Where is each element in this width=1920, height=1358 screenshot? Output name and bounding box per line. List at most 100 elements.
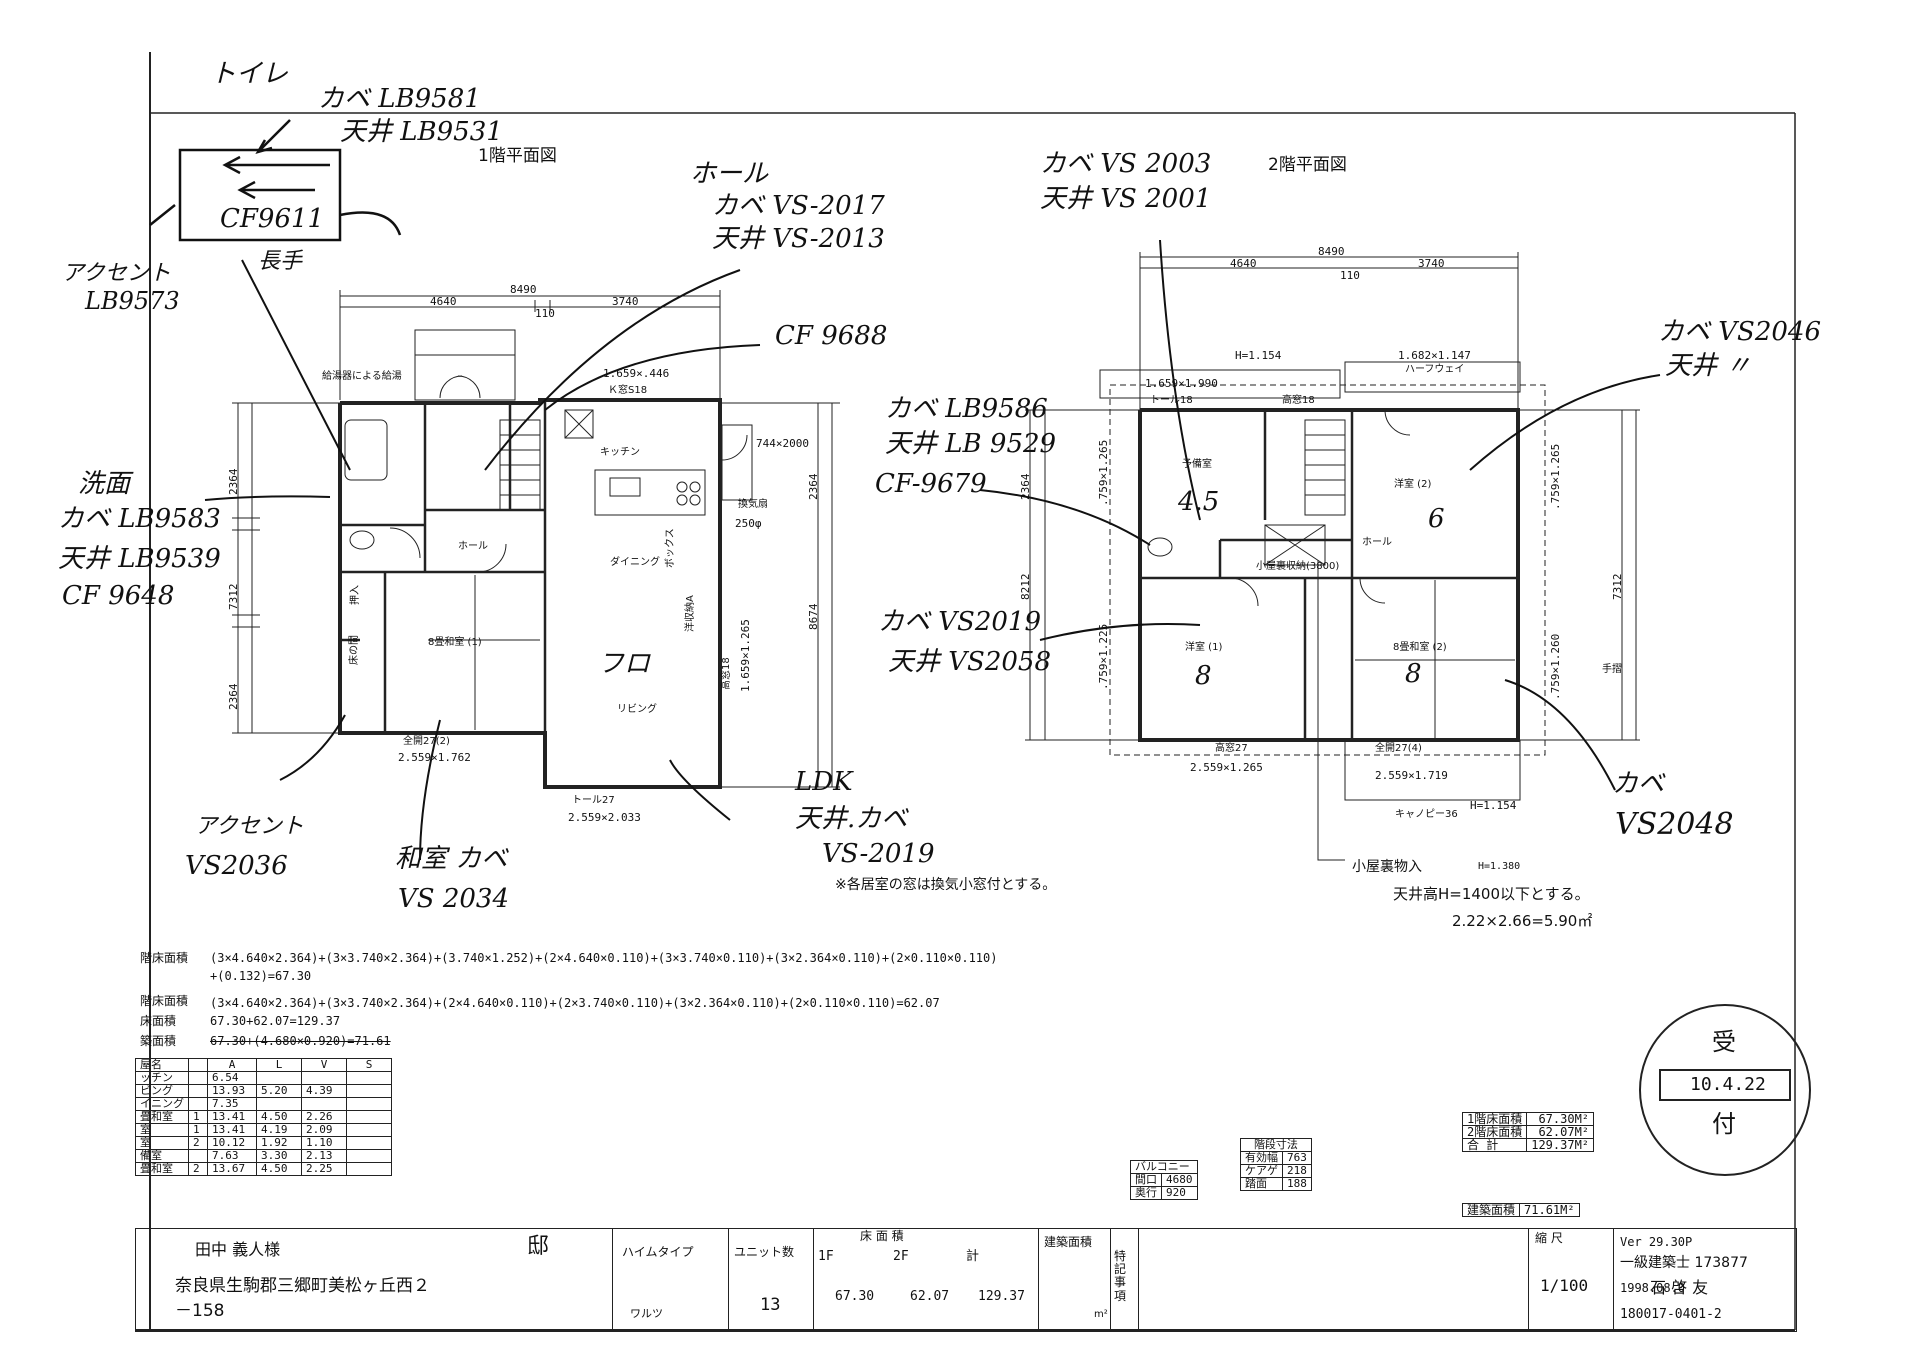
dim-d: 2.559×2.033 <box>568 811 641 824</box>
table-cell: 2 <box>188 1136 208 1150</box>
calc-l1-label: 階床面積 <box>140 951 189 965</box>
table-cell: 1.10 <box>301 1136 347 1150</box>
hw-f2-wall5: カベ <box>1612 769 1665 799</box>
attic-area: 2.22×2.66=5.90㎡ <box>1452 912 1593 930</box>
client-name: 田中 義人様 <box>195 1240 281 1259</box>
attic-h: H=1.380 <box>1478 861 1521 872</box>
floor2-plan <box>1025 252 1640 861</box>
dim2-s3: .759×1.260 <box>1549 633 1562 700</box>
units-label: ユニット数 <box>734 1245 795 1259</box>
table-cell: 2.13 <box>301 1149 347 1163</box>
calc-l3: 67.30+62.07=129.37 <box>210 1014 341 1028</box>
table-cell <box>346 1071 392 1085</box>
version: Ver 29.30P <box>1620 1235 1693 1249</box>
table-cell <box>301 1097 347 1111</box>
floor1-plan <box>232 290 840 789</box>
area-value: 67.30M² <box>1526 1112 1595 1126</box>
table-cell <box>346 1162 392 1176</box>
hw-yo2-size: 6 <box>1428 504 1445 534</box>
table-cell: 1 <box>188 1110 208 1124</box>
dim2-s1: .759×1.265 <box>1097 439 1110 506</box>
calc-l1b: +(0.132)=67.30 <box>210 969 312 983</box>
calc-l4-label: 築面積 <box>140 1034 177 1048</box>
stairs-label: 踏面 <box>1240 1177 1283 1191</box>
units-value: 13 <box>760 1295 781 1315</box>
hw-accent2: アクセント <box>195 814 304 839</box>
balcony-title: バルコニー <box>1130 1160 1198 1174</box>
room-dining: ダイニング <box>610 557 660 568</box>
toilet-sketch <box>149 119 402 242</box>
floor-area-label: 床 面 積 <box>860 1229 904 1243</box>
room-toko: 床の間 <box>349 635 360 665</box>
dim-left: 4640 <box>430 295 457 308</box>
table-cell: 7.63 <box>207 1149 257 1163</box>
scale-label: 縮 尺 <box>1535 1231 1563 1245</box>
dim-right: 3740 <box>612 295 639 308</box>
area-value: 62.07M² <box>1526 1125 1595 1139</box>
table-cell <box>346 1084 392 1098</box>
room-box: ボックス <box>665 528 676 568</box>
notes-label: 特記事項 <box>1114 1249 1127 1303</box>
table-cell <box>188 1071 208 1085</box>
hw-toilet-dir: 長手 <box>258 249 303 274</box>
dim2-s2: .759×1.265 <box>1549 443 1562 510</box>
dim2-vt2: 8212 <box>1019 573 1032 601</box>
dim-v1: 2364 <box>227 468 240 496</box>
table-cell: 備室 <box>135 1149 189 1163</box>
dim2-d1: 2.559×1.265 <box>1190 761 1263 774</box>
room-storage-a: 洋収納A <box>685 595 696 632</box>
room2-tesuri: 手摺 <box>1602 664 1622 675</box>
table-cell: 13.41 <box>207 1123 257 1137</box>
table-header: S <box>346 1058 392 1072</box>
table-cell <box>256 1071 302 1085</box>
architect-license: 一級建築士 173877 <box>1620 1255 1748 1271</box>
hw-senmen: 洗面 <box>78 469 131 499</box>
floor-area-v2: 62.07 <box>910 1289 950 1304</box>
stairs-label: ケアゲ <box>1240 1164 1283 1178</box>
window2-toiru-18: トール18 <box>1150 395 1193 406</box>
balcony-value: 4680 <box>1161 1173 1198 1187</box>
window-takamado-18: 高窓18 <box>721 657 732 690</box>
area-label: 2階床面積 <box>1461 1125 1528 1139</box>
table-cell: 2.09 <box>301 1123 347 1137</box>
floor2-title: 2階平面図 <box>1268 155 1347 175</box>
hw-toilet-title: トイレ <box>210 59 289 89</box>
room2-yo2: 洋室 (2) <box>1394 479 1432 490</box>
stairs-value: 763 <box>1282 1151 1312 1165</box>
hw-f2-wall3: カベ VS2019 <box>878 607 1042 637</box>
hw-senmen-wall: カベ LB9583 <box>58 504 221 534</box>
room2-wa2: 8畳和室 (2) <box>1393 642 1447 653</box>
table-cell <box>188 1149 208 1163</box>
table-cell: 13.67 <box>207 1162 257 1176</box>
floor-area-f2: 2F <box>893 1249 909 1264</box>
hw-hall-ceiling: 天井 VS-2013 <box>712 224 885 254</box>
drawing-code: 180017-0401-2 <box>1620 1307 1722 1322</box>
hw-f2-wall1: カベ VS 2003 <box>1040 149 1212 179</box>
calc-l2: (3×4.640×2.364)+(3×3.740×2.364)+(2×4.640… <box>210 996 940 1010</box>
table-cell: 4.50 <box>256 1110 302 1124</box>
table-cell: 畳和室 <box>135 1110 189 1124</box>
table-cell <box>188 1097 208 1111</box>
dim2-v1: 2364 <box>1019 473 1032 501</box>
architect-name: 石 啓 友 <box>1650 1278 1709 1297</box>
room-kyutou: 給湯器による給湯 <box>322 371 402 382</box>
table-header-row: 屋名 A L V S <box>135 1058 392 1072</box>
table-cell: 1 <box>188 1123 208 1137</box>
table-cell: 室 <box>135 1136 189 1150</box>
hw-wa2-size: 8 <box>1405 659 1422 689</box>
stamp-bottom: 付 <box>1712 1110 1736 1138</box>
area-value: 71.61M² <box>1519 1203 1580 1217</box>
room-kitchen: キッチン <box>600 447 640 458</box>
dim-f: 250φ <box>735 517 762 530</box>
table-cell <box>346 1123 392 1137</box>
table-cell: 13.41 <box>207 1110 257 1124</box>
area-value: 129.37M² <box>1526 1138 1595 1152</box>
table-cell: 10.12 <box>207 1136 257 1150</box>
table-cell: 5.20 <box>256 1084 302 1098</box>
table-cell: 2 <box>188 1162 208 1176</box>
hw-f2-code5: VS2048 <box>1615 807 1734 842</box>
